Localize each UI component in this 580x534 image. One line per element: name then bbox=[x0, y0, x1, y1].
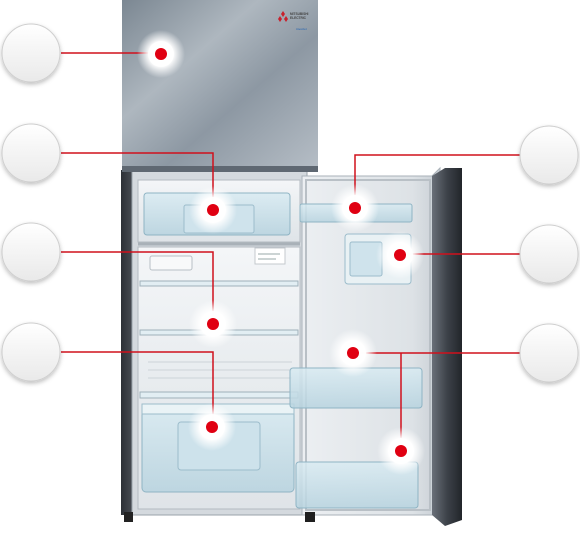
hotspots bbox=[137, 30, 425, 475]
brand-name-line1: MITSUBISHI bbox=[290, 12, 309, 16]
foot-left bbox=[124, 512, 133, 522]
hotspot-fridge-shelf[interactable] bbox=[189, 300, 237, 348]
hotspot-dot-icon bbox=[155, 48, 167, 60]
hotspot-dot-icon bbox=[207, 318, 219, 330]
hotspot-dot-icon bbox=[206, 421, 218, 433]
connector-3 bbox=[61, 251, 214, 323]
door-hinge bbox=[305, 512, 315, 522]
control-panel bbox=[149, 255, 193, 271]
shelf-3 bbox=[139, 391, 299, 399]
three-diamonds-logo bbox=[281, 11, 285, 17]
freezer-door-bottom-edge bbox=[122, 166, 318, 172]
callout-circle-5[interactable] bbox=[519, 125, 579, 185]
hotspot-dot-icon bbox=[347, 347, 359, 359]
hotspot-dot-icon bbox=[349, 202, 361, 214]
logo-diamond-2 bbox=[278, 16, 282, 22]
hotspot-door-middle[interactable] bbox=[329, 329, 377, 377]
brand-name-line2: ELECTRIC bbox=[290, 16, 307, 20]
hotspot-dot-icon bbox=[207, 204, 219, 216]
callout-circle-1[interactable] bbox=[1, 23, 61, 83]
connector-4 bbox=[61, 351, 214, 425]
hotspot-freezer-door[interactable] bbox=[137, 30, 185, 78]
hotspot-water-dispenser[interactable] bbox=[376, 231, 424, 279]
freezer-door bbox=[122, 0, 318, 170]
callout-circle-4[interactable] bbox=[1, 322, 61, 382]
callout-circle-2[interactable] bbox=[1, 123, 61, 183]
hotspot-vegetable-crisper[interactable] bbox=[188, 403, 236, 451]
hotspot-dot-icon bbox=[394, 249, 406, 261]
hotspot-freezer-tray[interactable] bbox=[189, 186, 237, 234]
logo-diamond-3 bbox=[284, 16, 288, 22]
callout-circle-3[interactable] bbox=[1, 222, 61, 282]
fridge-door-edge bbox=[432, 168, 462, 526]
door-bottom-pocket bbox=[295, 461, 419, 509]
shelf-1 bbox=[139, 280, 299, 287]
callouts bbox=[1, 23, 579, 383]
back-wall-ribs bbox=[148, 361, 292, 379]
callout-circle-7[interactable] bbox=[519, 323, 579, 383]
hotspot-door-bottom-pocket[interactable] bbox=[377, 427, 425, 475]
brand-sub: inverter bbox=[296, 27, 308, 31]
brand-logo: MITSUBISHI ELECTRIC inverter bbox=[278, 11, 309, 31]
hotspot-dot-icon bbox=[395, 445, 407, 457]
door-gasket bbox=[305, 179, 431, 511]
callout-circle-6[interactable] bbox=[519, 224, 579, 284]
hotspot-door-egg-pocket[interactable] bbox=[331, 184, 379, 232]
temperature-label bbox=[254, 247, 286, 265]
